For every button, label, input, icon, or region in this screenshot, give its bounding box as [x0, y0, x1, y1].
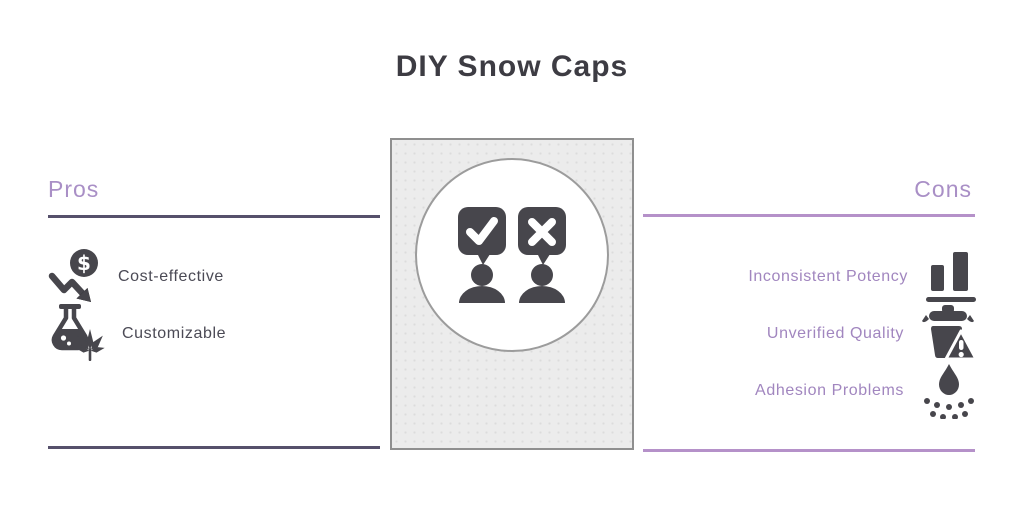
- jar-warning-icon: [922, 305, 976, 363]
- cons-item-inconsistent-potency: Inconsistent Potency: [748, 250, 976, 304]
- bar-tall: [953, 252, 968, 291]
- cons-item-adhesion-problems: Adhesion Problems: [755, 363, 976, 419]
- cons-item-label: Unverified Quality: [766, 325, 904, 342]
- cons-item-label: Inconsistent Potency: [748, 268, 908, 285]
- cannabis-leaf: [75, 329, 105, 361]
- pros-item-cost-effective: $ Cost-effective: [46, 248, 224, 306]
- bar-short: [931, 265, 944, 291]
- approve-reject-people-icon: [454, 205, 570, 305]
- droplet-spray-icon: [922, 363, 976, 419]
- flask-rim: [59, 304, 81, 309]
- pros-heading: Pros: [48, 176, 100, 202]
- flask-bubble: [67, 341, 71, 346]
- flask-liquid: [54, 329, 86, 348]
- decline-arrow: [48, 272, 88, 299]
- svg-text:$: $: [77, 251, 91, 275]
- jar-lid-edge: [922, 315, 929, 323]
- person-head: [471, 264, 493, 286]
- cons-divider-bottom: [643, 449, 975, 452]
- flask-bubble: [60, 335, 67, 341]
- dollar-coin: [70, 249, 98, 277]
- jar-lid: [929, 311, 967, 321]
- bar-chart-icon: [926, 250, 976, 304]
- jar-lid-edge: [967, 315, 974, 323]
- pros-divider-bottom: [48, 446, 380, 449]
- dollar-decline-icon: $: [46, 248, 104, 306]
- center-circle: [415, 158, 609, 352]
- base-line: [926, 297, 976, 302]
- pros-item-label: Customizable: [122, 325, 227, 342]
- flask-cannabis-icon: [46, 303, 108, 365]
- pros-item-label: Cost-effective: [118, 268, 224, 285]
- check-mark: [466, 217, 498, 245]
- cons-item-label: Adhesion Problems: [755, 382, 904, 399]
- person-shoulders: [459, 286, 505, 303]
- person-shoulders: [519, 286, 565, 303]
- person-head: [531, 264, 553, 286]
- x-mark: [528, 218, 556, 246]
- exclamation-bar: [959, 340, 964, 350]
- cons-divider-top: [643, 214, 975, 217]
- exclamation-dot: [958, 351, 964, 358]
- cons-item-unverified-quality: Unverified Quality: [766, 305, 976, 363]
- pros-item-customizable: Customizable: [46, 304, 226, 364]
- check-bubble-tail: [476, 251, 492, 265]
- droplet: [939, 364, 959, 395]
- page-title: DIY Snow Caps: [395, 50, 629, 83]
- pros-divider-top: [48, 215, 380, 218]
- cons-heading: Cons: [914, 176, 972, 202]
- x-bubble-tail: [536, 251, 552, 265]
